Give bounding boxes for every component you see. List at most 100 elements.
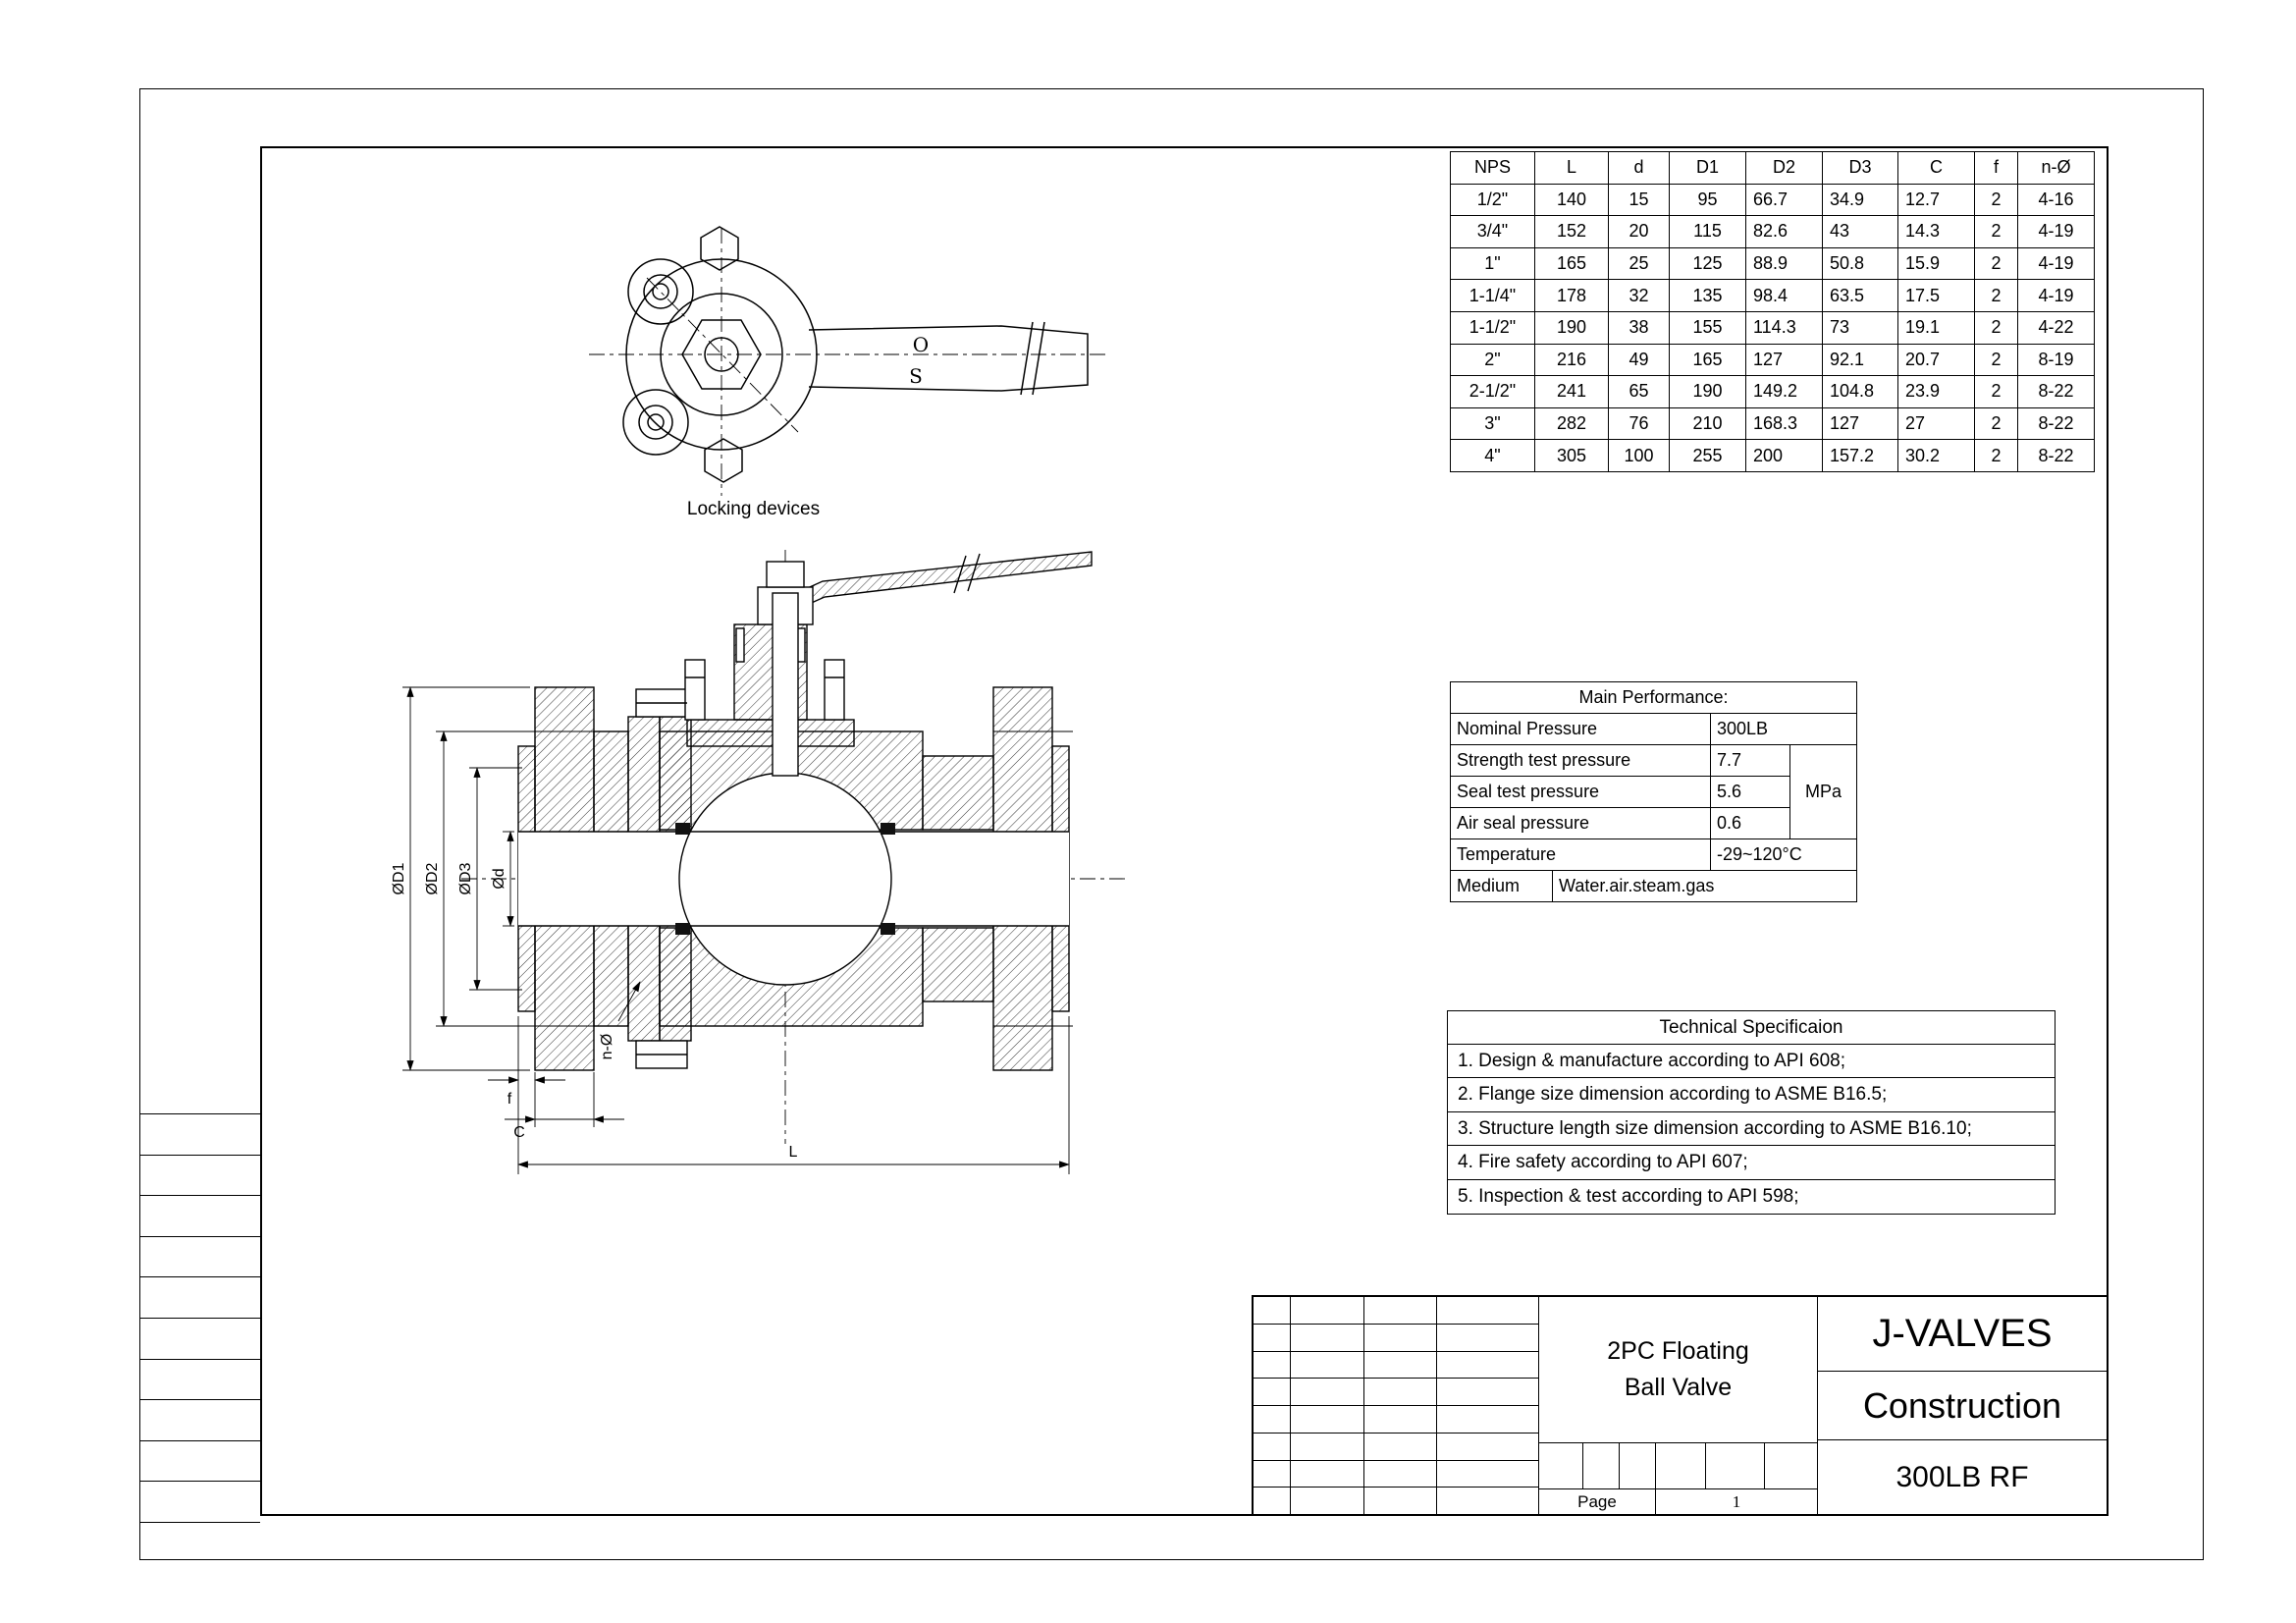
dim-table-cell: 32 [1608,279,1670,312]
dim-table-cell: 65 [1608,375,1670,408]
air-seal-value: 0.6 [1710,807,1790,839]
dim-table-cell: 305 [1534,439,1609,472]
dim-table-cell: 190 [1669,375,1746,408]
revision-cell [1291,1433,1364,1460]
product-name-line1: 2PC Floating [1607,1337,1749,1366]
revision-cell [1364,1433,1438,1460]
product-name: 2PC Floating Ball Valve [1539,1297,1817,1444]
titleblock-small-row [1539,1443,1817,1489]
lock-lobe-top [627,258,694,325]
pressure-unit: MPa [1789,744,1857,839]
page-label: Page [1539,1489,1656,1514]
dim-table-cell: 20 [1608,215,1670,248]
dim-table-cell: 3/4" [1450,215,1535,248]
lock-plate-boss [660,293,783,416]
revision-cell [1254,1406,1291,1433]
dim-table-cell: 4-19 [2017,279,2095,312]
performance-title: Main Performance: [1450,681,1857,714]
revision-cell [1254,1460,1291,1488]
dim-table-cell: 4-19 [2017,215,2095,248]
dim-table-cell: 127 [1745,343,1823,377]
dim-table-cell: 4-16 [2017,183,2095,217]
dim-table-cell: 15.9 [1897,246,1975,281]
locking-devices-label: Locking devices [686,499,821,519]
locking-devices-drawing: O S [589,226,1109,496]
handle-top-view [808,325,1089,392]
revision-row [1254,1324,1538,1352]
medium-value: Water.air.steam.gas [1552,870,1857,902]
dim-table-cell: 1" [1450,246,1535,281]
revision-cell [1364,1406,1438,1433]
revision-row [1254,1297,1538,1325]
dim-table-cell: 34.9 [1822,183,1898,217]
valve-drawing: O S [391,226,1129,1174]
seal-test-value: 5.6 [1710,776,1790,808]
stem-hex-nut [681,319,762,390]
dim-table-cell: 1-1/2" [1450,310,1535,345]
lock-plate-outline [625,258,818,451]
revision-row [1254,1433,1538,1461]
dim-table-cell: 17.5 [1897,279,1975,312]
dim-table-cell: 200 [1745,439,1823,472]
dim-table-cell: 3" [1450,406,1535,441]
dim-label-l: L [789,1144,798,1161]
revision-cell [1364,1324,1438,1351]
revision-cell [1437,1297,1538,1324]
small-cell [1620,1443,1656,1488]
pressure-rating: 300LB RF [1896,1460,2029,1493]
open-indicator: O [913,333,929,356]
dim-table-cell: 25 [1608,246,1670,281]
dim-table-cell: 88.9 [1745,246,1823,281]
dim-table-cell: 23.9 [1897,375,1975,408]
dim-table-cell: 216 [1534,343,1609,377]
ref-strip-cell [139,1114,260,1156]
dimension-labels: ØD1 ØD2 ØD3 Ød n-Ø f C L [391,862,798,1161]
dim-table-cell: 152 [1534,215,1609,248]
dim-table-cell: 2 [1974,215,2018,248]
product-name-line2: Ball Valve [1624,1374,1733,1402]
seats [675,823,895,935]
title-block: 2PC Floating Ball Valve Page 1 J-VALVES … [1252,1295,2109,1516]
dim-table-cell: 76 [1608,406,1670,441]
dim-label-od2: ØD2 [424,862,441,894]
dim-table-cell: 168.3 [1745,406,1823,441]
revision-row [1254,1406,1538,1434]
dim-table-header-cell: D2 [1745,151,1823,185]
dim-table-cell: 2 [1974,375,2018,408]
small-cell [1583,1443,1620,1488]
revision-cell [1254,1488,1291,1514]
dim-table-cell: 1-1/4" [1450,279,1535,312]
revision-row [1254,1488,1538,1514]
dim-label-od3: ØD3 [457,862,474,894]
dim-table-cell: 49 [1608,343,1670,377]
dim-table-cell: 2 [1974,343,2018,377]
revision-cell [1254,1297,1291,1324]
revision-cell [1364,1460,1438,1488]
dim-label-c: C [513,1124,525,1141]
dim-table-cell: 4-19 [2017,246,2095,281]
dim-table-cell: 100 [1608,439,1670,472]
dim-table-cell: 2 [1974,246,2018,281]
ref-strip-cell [139,1360,260,1401]
dim-table-cell: 8-22 [2017,406,2095,441]
seal-test-label: Seal test pressure [1450,776,1711,808]
dim-table-cell: 4-22 [2017,310,2095,345]
ref-strip-cell [139,1277,260,1319]
ref-strip-cell [139,1400,260,1441]
lock-lobe-bottom [622,389,689,456]
tech-spec-item: 4. Fire safety according to API 607; [1448,1146,2055,1180]
revision-cell [1291,1488,1364,1514]
revision-cell [1254,1351,1291,1379]
ref-strip-cell [139,1156,260,1197]
dim-table-cell: 19.1 [1897,310,1975,345]
dim-table-header-cell: L [1534,151,1609,185]
dim-label-od: Ød [491,868,507,889]
